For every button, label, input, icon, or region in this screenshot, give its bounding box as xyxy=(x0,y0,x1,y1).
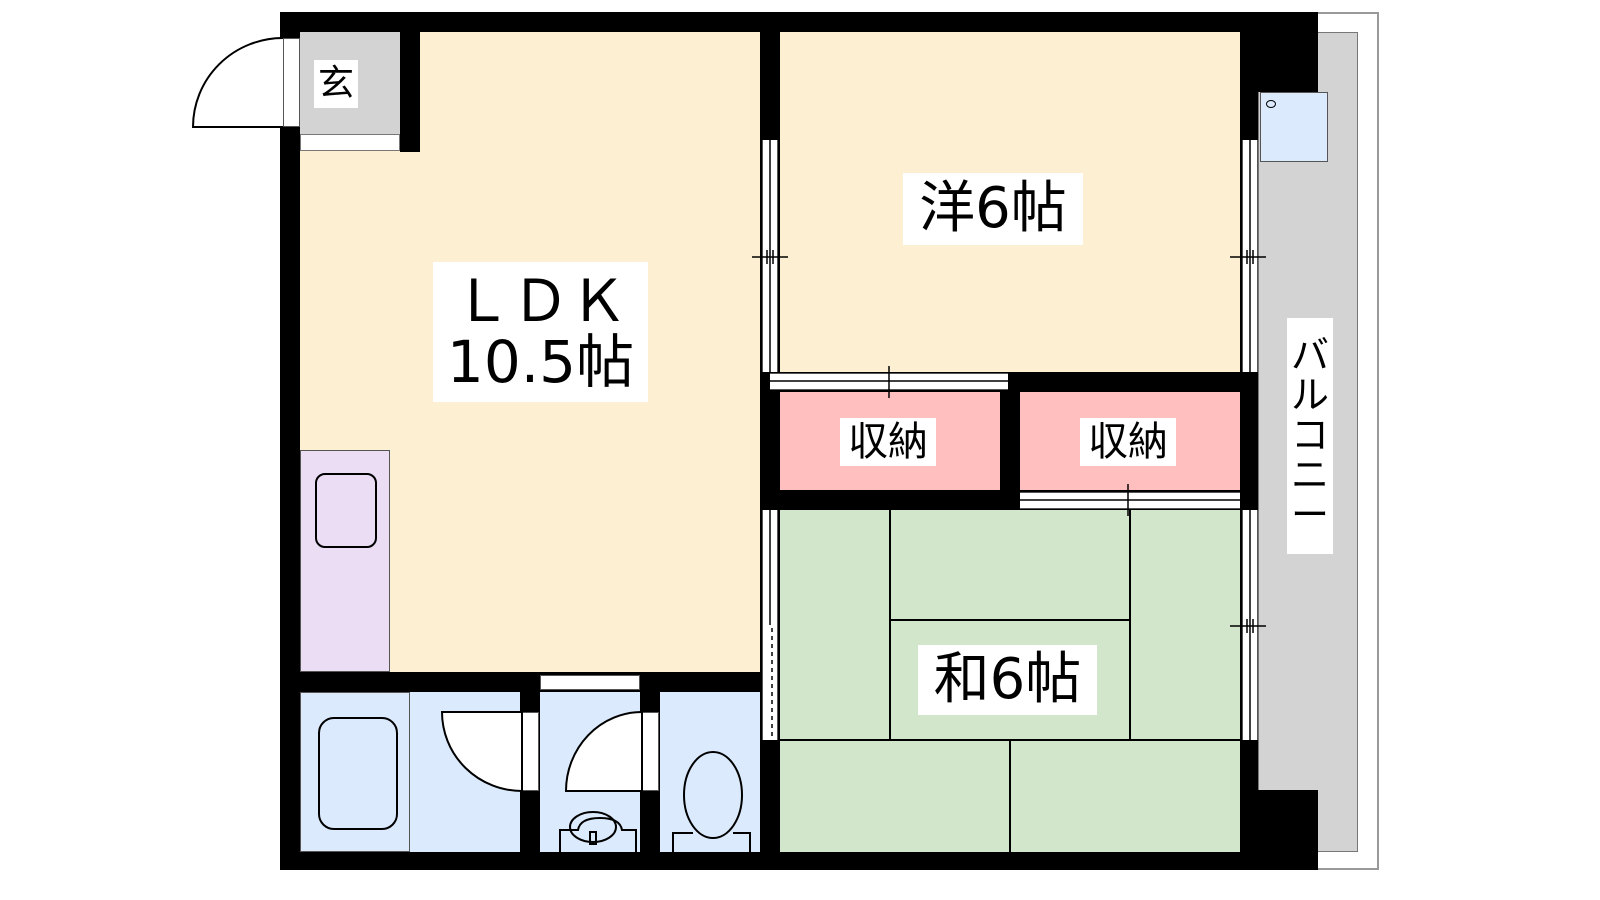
bath-door-swing xyxy=(440,711,523,793)
balcony-char: バ xyxy=(1290,333,1329,378)
washbasin-icon xyxy=(559,811,637,852)
bathtub-basin xyxy=(318,717,398,830)
balcony-char: ニ xyxy=(1290,452,1329,497)
balcony-char: コ xyxy=(1290,413,1329,458)
ldk-label: ＬＤＫ 10.5帖 xyxy=(433,262,648,402)
washroom-door-frame[interactable] xyxy=(540,675,640,690)
ldk-name: ＬＤＫ xyxy=(453,267,628,336)
faucet-icon xyxy=(1266,100,1276,108)
toilet-icon xyxy=(672,751,751,852)
corner-wall-bottom xyxy=(1240,790,1318,870)
japanese-label: 和6帖 xyxy=(918,645,1097,715)
western-label: 洋6帖 xyxy=(903,173,1083,245)
entrance-wall xyxy=(400,32,420,152)
storage-2-label: 収納 xyxy=(1080,418,1176,466)
entrance-label: 玄 xyxy=(314,60,358,108)
ldk-size: 10.5帖 xyxy=(446,328,635,396)
balcony-char: ー xyxy=(1290,492,1329,537)
sink-icon xyxy=(315,473,377,548)
front-door-swing xyxy=(191,37,284,128)
toilet-room xyxy=(660,692,760,852)
washroom-door-swing xyxy=(564,710,643,792)
entrance-step xyxy=(300,134,400,151)
corner-wall-top xyxy=(1240,12,1318,92)
front-door-frame[interactable] xyxy=(283,38,300,127)
balcony-char: ル xyxy=(1290,373,1329,418)
bathtub-icon xyxy=(300,692,410,852)
storage-1-label: 収納 xyxy=(840,418,936,466)
tatami-lines xyxy=(780,510,1240,852)
sliding-door-marks xyxy=(752,140,1266,740)
bottom-partition xyxy=(300,672,760,692)
balcony-label: バ ル コ ニ ー xyxy=(1287,318,1333,554)
